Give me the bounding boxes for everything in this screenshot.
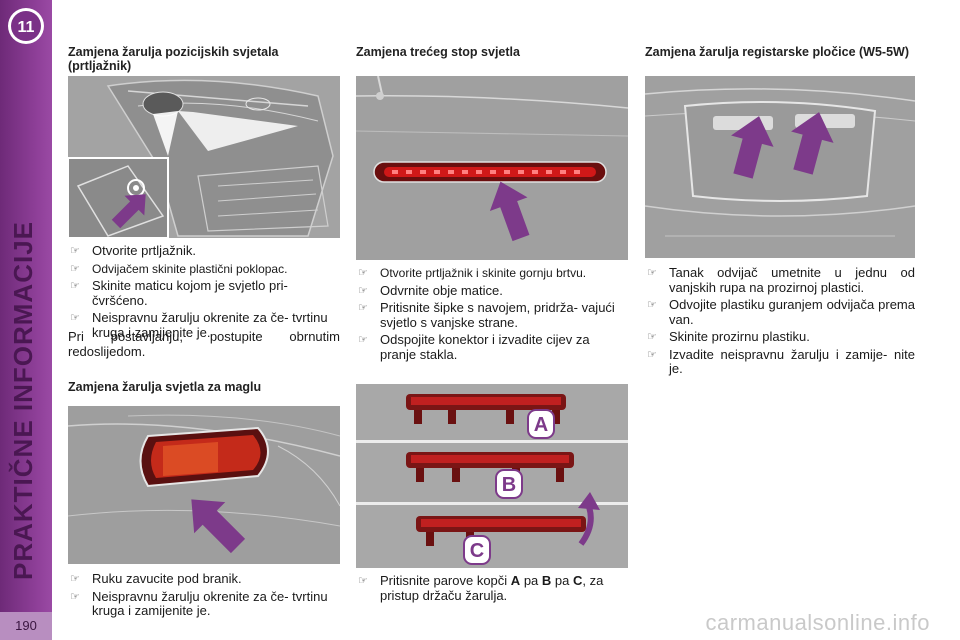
chapter-sidebar: 11 PRAKTIČNE INFORMACIJE 190: [0, 0, 52, 640]
watermark: carmanualsonline.info: [705, 610, 930, 635]
clip-pairs-illustration: A B C: [356, 384, 628, 568]
figure-fog-light: [68, 406, 340, 564]
purple-arrow-icon: [578, 492, 600, 510]
chapter-title: PRAKTIČNE INFORMACIJE: [8, 220, 38, 580]
list-item: ☞Neispravnu žarulju okrenite za če- tvrt…: [70, 310, 328, 340]
label-a-icon: A: [527, 409, 555, 439]
right-pointing-hand-icon: ☞: [647, 331, 657, 343]
list-item: ☞Odvojite plastiku guranjem odvijača pre…: [647, 297, 915, 327]
list-item: ☞Otvorite prtljažnik i skinite gornju br…: [358, 266, 587, 280]
svg-text:A: A: [534, 414, 548, 436]
list-item: ☞Odspojite konektor i izvadite cijev za …: [358, 332, 590, 362]
right-pointing-hand-icon: ☞: [358, 575, 368, 587]
fog-light-illustration: [68, 406, 340, 564]
heading-license-plate-light: Zamjena žarulja registarske pločice (W5-…: [645, 45, 909, 59]
list-item: ☞Tanak odvijač umetnite u jednu od vanjs…: [647, 265, 915, 295]
note-reverse-order: Pri postavljanju, postupite obrnutim red…: [68, 329, 340, 359]
purple-arrow-icon: [489, 181, 530, 242]
label-c-icon: C: [463, 535, 491, 565]
purple-arrow-icon: [791, 112, 834, 175]
figure-trunk-position-light: [68, 76, 340, 238]
figure-third-brake-light: [356, 76, 628, 260]
list-item: ☞ Pritisnite parove kopči A pa B pa C, z…: [358, 573, 604, 603]
purple-arrow-icon: [191, 499, 246, 554]
figure-clip-pairs: A B C: [356, 384, 628, 568]
purple-arrow-icon: [111, 194, 146, 229]
right-pointing-hand-icon: ☞: [647, 348, 657, 361]
page-number: 190: [0, 612, 52, 640]
steps-fog-light: ☞Ruku zavucite pod branik. ☞Neispravnu ž…: [68, 571, 340, 622]
steps-position-lights: ☞Otvorite prtljažnik. ☞Odvijačem skinite…: [68, 243, 340, 343]
list-item: ☞Ruku zavucite pod branik.: [70, 571, 242, 586]
purple-arrow-icon: [731, 116, 774, 179]
right-pointing-hand-icon: ☞: [70, 312, 80, 324]
license-plate-illustration: [645, 76, 915, 258]
chapter-badge-icon: 11: [8, 8, 44, 44]
heading-fog-light: Zamjena žarulja svjetla za maglu: [68, 380, 262, 394]
list-item: ☞Skinite prozirnu plastiku.: [647, 329, 810, 344]
right-pointing-hand-icon: ☞: [647, 299, 657, 311]
trunk-illustration: [68, 76, 340, 238]
list-item: ☞Skinite maticu kojom je svjetlo pri- čv…: [70, 278, 288, 308]
steps-license-plate-light: ☞Tanak odvijač umetnite u jednu od vanjs…: [645, 265, 915, 380]
right-pointing-hand-icon: ☞: [647, 267, 657, 279]
right-pointing-hand-icon: ☞: [70, 245, 80, 257]
right-pointing-hand-icon: ☞: [358, 334, 368, 346]
chapter-number: 11: [18, 19, 35, 36]
heading-position-lights: Zamjena žarulja pozicijskih svjetala (pr…: [68, 45, 279, 73]
list-item: ☞Neispravnu žarulju okrenite za če- tvrt…: [70, 588, 328, 618]
figure-license-plate-light: [645, 76, 915, 258]
list-item: ☞Odvrnite obje matice.: [358, 282, 503, 298]
list-item: ☞Odvijačem skinite plastični poklopac.: [70, 261, 288, 276]
steps-third-brake-light: ☞Otvorite prtljažnik i skinite gornju br…: [356, 266, 628, 365]
list-item: ☞Pritisnite šipke s navojem, pridrža- va…: [358, 300, 615, 330]
right-pointing-hand-icon: ☞: [70, 590, 80, 603]
steps-clip-pairs: ☞ Pritisnite parove kopči A pa B pa C, z…: [356, 573, 628, 606]
svg-text:B: B: [502, 474, 516, 496]
right-pointing-hand-icon: ☞: [358, 284, 368, 297]
right-pointing-hand-icon: ☞: [70, 573, 80, 585]
right-pointing-hand-icon: ☞: [70, 280, 80, 292]
right-pointing-hand-icon: ☞: [358, 267, 368, 279]
heading-third-brake-light: Zamjena trećeg stop svjetla: [356, 45, 520, 59]
list-item: ☞Izvadite neispravnu žarulju i zamije- n…: [647, 346, 915, 376]
list-item: ☞Otvorite prtljažnik.: [70, 243, 197, 258]
right-pointing-hand-icon: ☞: [358, 302, 368, 314]
brake-light-illustration: [356, 76, 628, 260]
svg-text:C: C: [470, 540, 484, 562]
label-b-icon: B: [495, 469, 523, 499]
right-pointing-hand-icon: ☞: [70, 262, 80, 275]
